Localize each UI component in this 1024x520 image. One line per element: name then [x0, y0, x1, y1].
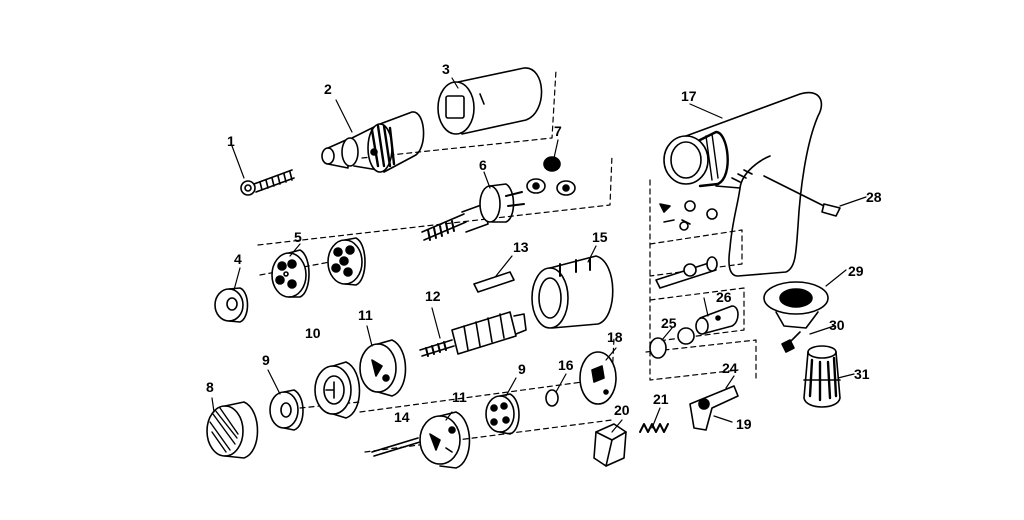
part-label-20: 20 [614, 402, 630, 418]
part-label-9a: 9 [262, 352, 270, 368]
part-label-13: 13 [513, 239, 529, 255]
part-small-valve-parts [660, 201, 717, 230]
part-label-30: 30 [829, 317, 845, 333]
part-label-17: 17 [681, 88, 697, 104]
part-25-seal [650, 328, 694, 358]
part-label-26: 26 [716, 289, 732, 305]
part-13-vane [474, 272, 514, 292]
part-15-cylinder [532, 256, 613, 328]
part-1-screw [241, 170, 294, 195]
part-16-o-ring [546, 390, 558, 406]
part-label-15: 15 [592, 229, 608, 245]
part-28-pin [764, 176, 840, 216]
part-3-sleeve [438, 68, 542, 134]
part-18-end-plate [580, 352, 616, 404]
part-label-21: 21 [653, 391, 669, 407]
part-30-screw [782, 332, 800, 352]
part-label-19: 19 [736, 416, 752, 432]
part-label-7: 7 [554, 123, 562, 139]
part-4-washer [215, 288, 248, 322]
part-2-chuck [322, 112, 424, 172]
part-9-bearing-right [486, 394, 519, 434]
part-label-16: 16 [558, 357, 574, 373]
part-label-5: 5 [294, 229, 302, 245]
part-6-spindle [422, 184, 524, 240]
part-label-11a: 11 [358, 307, 373, 323]
part-label-9b: 9 [518, 361, 526, 377]
part-reverse-valve [656, 257, 717, 288]
part-label-1: 1 [227, 133, 235, 149]
part-20-block [594, 424, 626, 466]
part-label-10: 10 [305, 325, 321, 341]
part-21-spring [640, 424, 668, 432]
part-14-pin [372, 438, 420, 456]
part-29-flange [764, 282, 828, 328]
part-7-nuts [527, 157, 575, 195]
part-label-11b: 11 [452, 389, 467, 405]
part-label-2: 2 [324, 81, 332, 97]
part-8-end-cap [207, 402, 258, 458]
part-label-28: 28 [866, 189, 882, 205]
part-5-gear-carrier [272, 238, 365, 297]
part-label-12: 12 [425, 288, 441, 304]
part-10-ring [315, 362, 360, 418]
leader-lines [212, 78, 866, 432]
part-12-rotor [420, 312, 526, 356]
part-label-25: 25 [661, 315, 677, 331]
part-label-31: 31 [854, 366, 870, 382]
part-26-valve-sleeve [696, 306, 738, 334]
part-label-4: 4 [234, 251, 242, 267]
part-17-housing [664, 93, 821, 276]
part-label-18: 18 [607, 329, 623, 345]
part-label-3: 3 [442, 61, 450, 77]
part-label-29: 29 [848, 263, 864, 279]
part-label-14: 14 [394, 409, 410, 425]
part-label-8: 8 [206, 379, 214, 395]
part-24-trigger [690, 386, 738, 430]
part-31-inlet [804, 346, 840, 407]
part-11-plate-upper [360, 340, 406, 396]
part-9-bearing-left [270, 390, 303, 430]
part-label-6: 6 [479, 157, 487, 173]
part-11-plate-lower [420, 412, 470, 468]
part-label-24: 24 [722, 360, 738, 376]
